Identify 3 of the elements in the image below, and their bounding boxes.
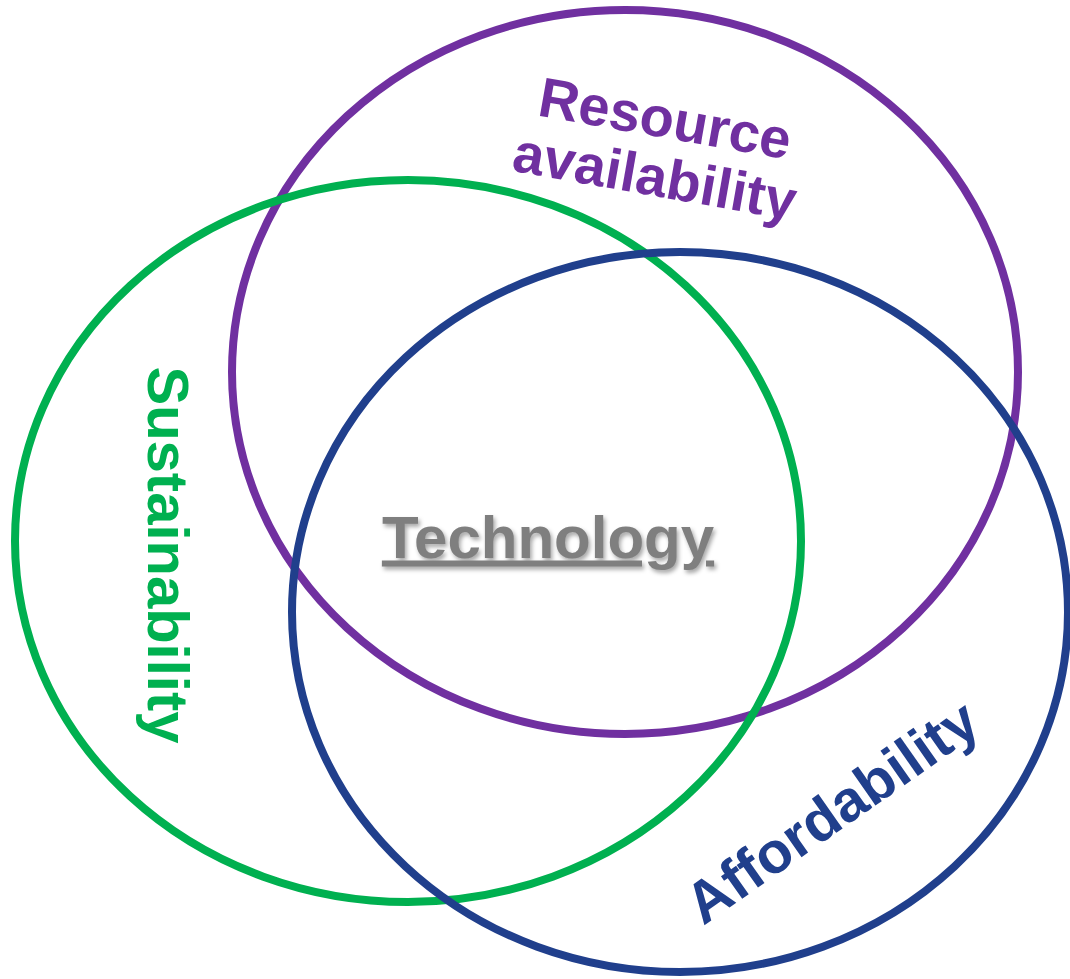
set-label: Sustainability bbox=[137, 365, 199, 746]
center-label: Technology bbox=[381, 502, 715, 572]
set-label: Resource availability bbox=[507, 64, 803, 234]
